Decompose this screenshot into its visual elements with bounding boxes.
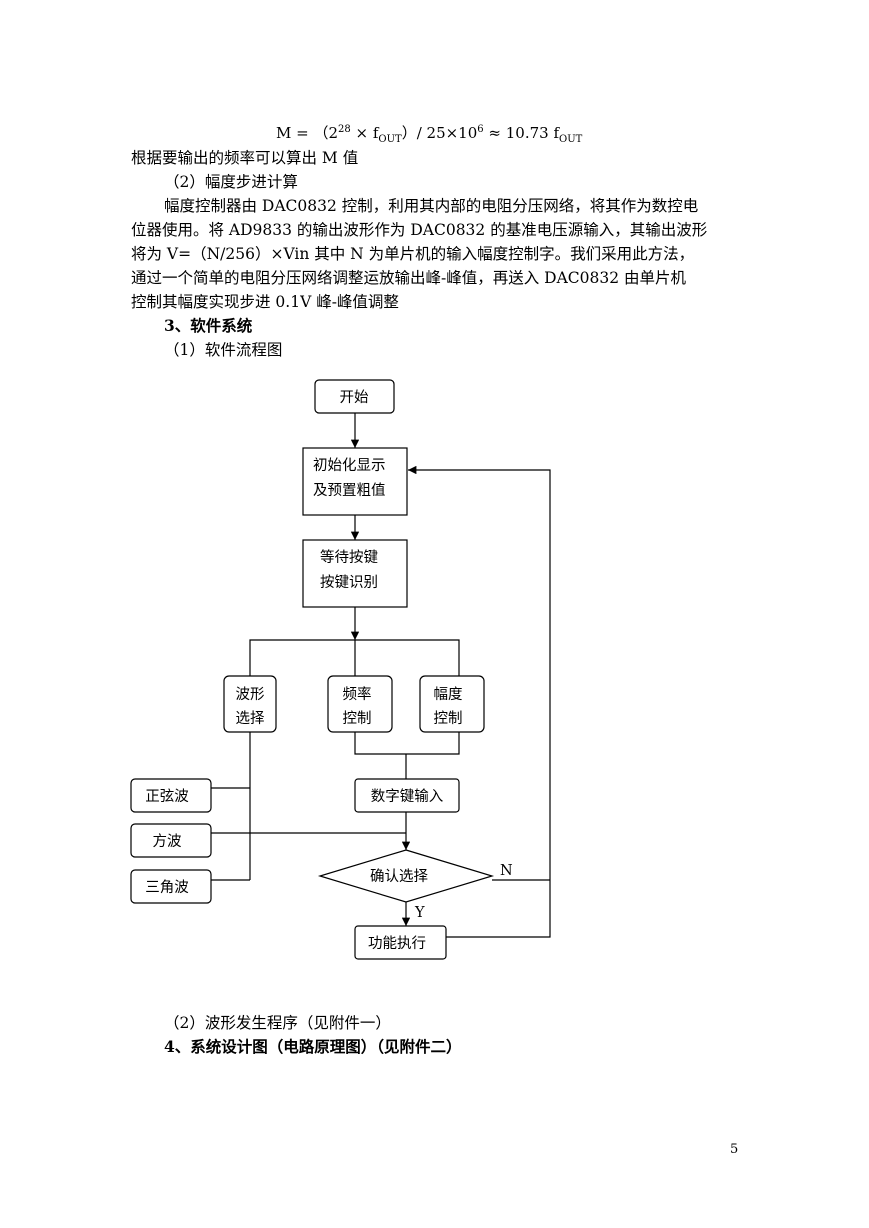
init-label-1: 初始化显示 — [313, 457, 386, 474]
paragraph-line: 根据要输出的频率可以算出 M 值 — [131, 149, 359, 167]
wave-label-1: 波形 — [236, 686, 265, 703]
section-heading-3: 3、软件系统 — [164, 316, 253, 335]
triangle-label: 三角波 — [145, 879, 189, 896]
wait-label-1: 等待按键 — [320, 548, 378, 566]
subheading-amplitude-step: （2）幅度步进计算 — [164, 173, 298, 191]
start-label: 开始 — [340, 389, 369, 406]
exec-node — [354, 925, 447, 960]
wait-label-2: 按键识别 — [320, 574, 378, 591]
section-heading-4: 4、系统设计图（电路原理图）（见附件二） — [164, 1037, 462, 1056]
square-label: 方波 — [153, 833, 182, 850]
init-label-2: 及预置粗值 — [313, 482, 386, 499]
page-number: 5 — [730, 1142, 739, 1157]
subheading-flowchart: （1）软件流程图 — [164, 341, 283, 359]
freq-label-2: 控制 — [343, 710, 372, 727]
no-label: N — [500, 863, 513, 879]
sine-node — [130, 778, 212, 813]
amp-label-2: 控制 — [434, 710, 463, 727]
square-node — [130, 823, 212, 858]
wave-label-2: 选择 — [236, 710, 265, 727]
paragraph-line: 控制其幅度实现步进 0.1V 峰-峰值调整 — [131, 293, 399, 311]
sine-label: 正弦波 — [145, 788, 189, 805]
formula-m: M = （228 × fOUT）/ 25×106 ≈ 10.73 fOUT — [276, 124, 583, 145]
triangle-node — [130, 869, 212, 904]
numkey-label: 数字键输入 — [371, 788, 444, 805]
paragraph-line: 位器使用。将 AD9833 的输出波形作为 DAC0832 的基准电压源输入，其… — [131, 221, 708, 239]
numkey-node — [354, 778, 460, 813]
paragraph-line: 将为 V=（N/256）×Vin 其中 N 为单片机的输入幅度控制字。我们采用此… — [131, 245, 695, 263]
subheading-wave-program: （2）波形发生程序（见附件一） — [164, 1014, 391, 1032]
paragraph-line: 幅度控制器由 DAC0832 控制，利用其内部的电阻分压网络，将其作为数控电 — [164, 197, 699, 215]
paragraph-line: 通过一个简单的电阻分压网络调整运放输出峰-峰值，再送入 DAC0832 由单片机 — [131, 269, 687, 287]
freq-label-1: 频率 — [343, 686, 372, 703]
amp-control-node — [419, 675, 485, 733]
freq-control-node — [327, 675, 393, 733]
amp-label-1: 幅度 — [434, 686, 463, 703]
confirm-label: 确认选择 — [370, 868, 428, 885]
exec-label: 功能执行 — [368, 935, 426, 952]
yes-label: Y — [414, 905, 425, 921]
